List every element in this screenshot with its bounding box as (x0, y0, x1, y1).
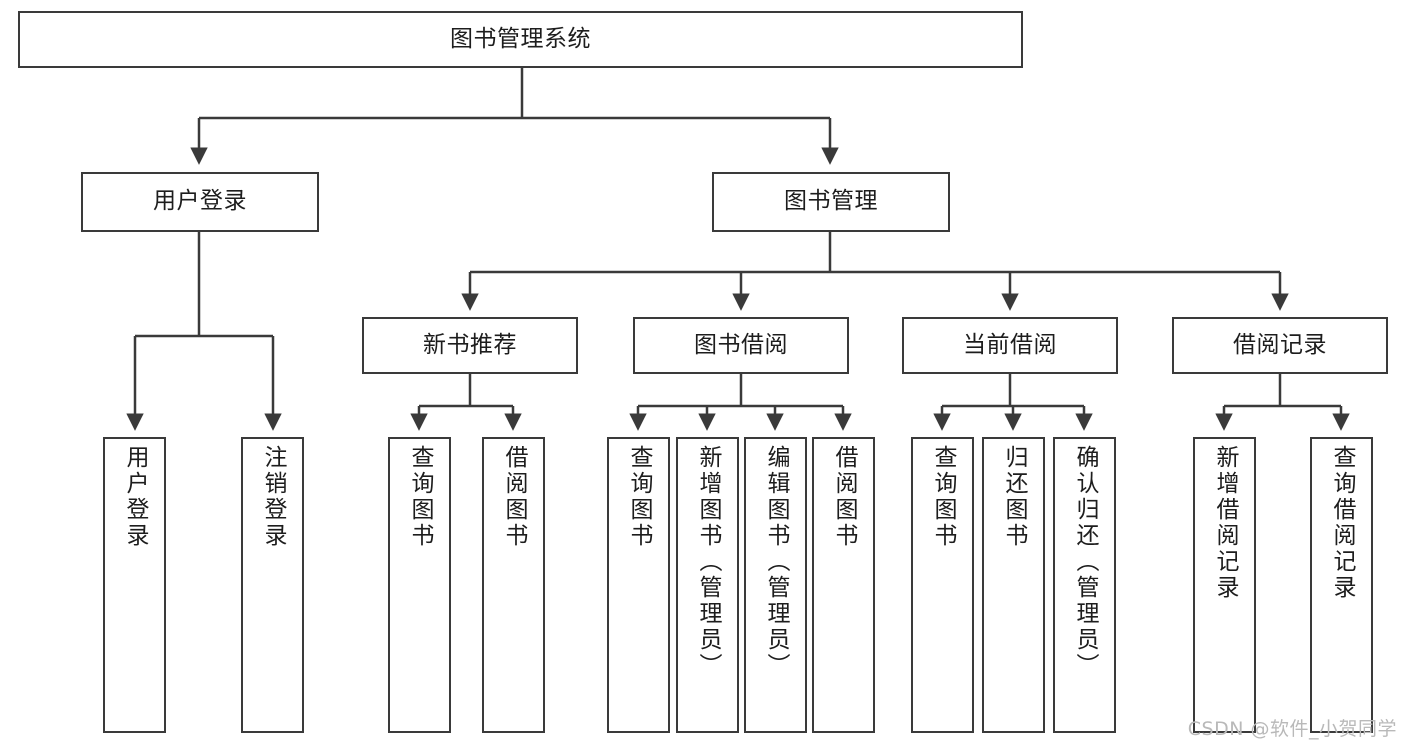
node-leaf-add-book-admin-label: 新增图书（管理员） (695, 445, 721, 679)
node-leaf-query-book-1[interactable]: 查询图书 (388, 437, 451, 733)
node-leaf-add-borrow-record-label: 新增借阅记录 (1212, 445, 1238, 601)
node-leaf-query-book-2-label: 查询图书 (626, 445, 652, 549)
node-leaf-confirm-return-admin[interactable]: 确认归还（管理员） (1053, 437, 1116, 733)
node-leaf-logout-login-label: 注销登录 (260, 445, 286, 549)
node-leaf-borrow-book-2[interactable]: 借阅图书 (812, 437, 875, 733)
node-leaf-borrow-book-1[interactable]: 借阅图书 (482, 437, 545, 733)
node-leaf-add-borrow-record[interactable]: 新增借阅记录 (1193, 437, 1256, 733)
node-leaf-edit-book-admin[interactable]: 编辑图书（管理员） (744, 437, 807, 733)
node-leaf-query-borrow-record[interactable]: 查询借阅记录 (1310, 437, 1373, 733)
node-root[interactable]: 图书管理系统 (18, 11, 1023, 68)
node-leaf-return-book-label: 归还图书 (1001, 445, 1027, 549)
csdn-watermark: CSDN @软件_小贺同学 (1187, 718, 1397, 740)
node-leaf-return-book[interactable]: 归还图书 (982, 437, 1045, 733)
node-borrow-record-label: 借阅记录 (1233, 331, 1327, 358)
node-user-login[interactable]: 用户登录 (81, 172, 319, 232)
node-book-manage-label: 图书管理 (784, 188, 878, 215)
node-leaf-user-login[interactable]: 用户登录 (103, 437, 166, 733)
node-leaf-user-login-label: 用户登录 (122, 445, 148, 549)
node-new-book-recommend-label: 新书推荐 (423, 331, 517, 358)
node-leaf-query-book-2[interactable]: 查询图书 (607, 437, 670, 733)
node-leaf-edit-book-admin-label: 编辑图书（管理员） (763, 445, 789, 679)
node-leaf-confirm-return-admin-label: 确认归还（管理员） (1072, 445, 1098, 679)
node-book-borrow[interactable]: 图书借阅 (633, 317, 849, 374)
node-leaf-query-book-3-label: 查询图书 (930, 445, 956, 549)
node-borrow-record[interactable]: 借阅记录 (1172, 317, 1388, 374)
node-leaf-logout-login[interactable]: 注销登录 (241, 437, 304, 733)
node-root-label: 图书管理系统 (450, 25, 591, 52)
node-user-login-label: 用户登录 (153, 188, 247, 215)
node-leaf-borrow-book-2-label: 借阅图书 (831, 445, 857, 549)
node-leaf-query-book-1-label: 查询图书 (407, 445, 433, 549)
node-new-book-recommend[interactable]: 新书推荐 (362, 317, 578, 374)
node-book-borrow-label: 图书借阅 (694, 331, 788, 358)
node-current-borrow[interactable]: 当前借阅 (902, 317, 1118, 374)
node-leaf-query-book-3[interactable]: 查询图书 (911, 437, 974, 733)
node-current-borrow-label: 当前借阅 (963, 331, 1057, 358)
node-leaf-borrow-book-1-label: 借阅图书 (501, 445, 527, 549)
node-leaf-add-book-admin[interactable]: 新增图书（管理员） (676, 437, 739, 733)
node-leaf-query-borrow-record-label: 查询借阅记录 (1329, 445, 1355, 601)
node-book-manage[interactable]: 图书管理 (712, 172, 950, 232)
